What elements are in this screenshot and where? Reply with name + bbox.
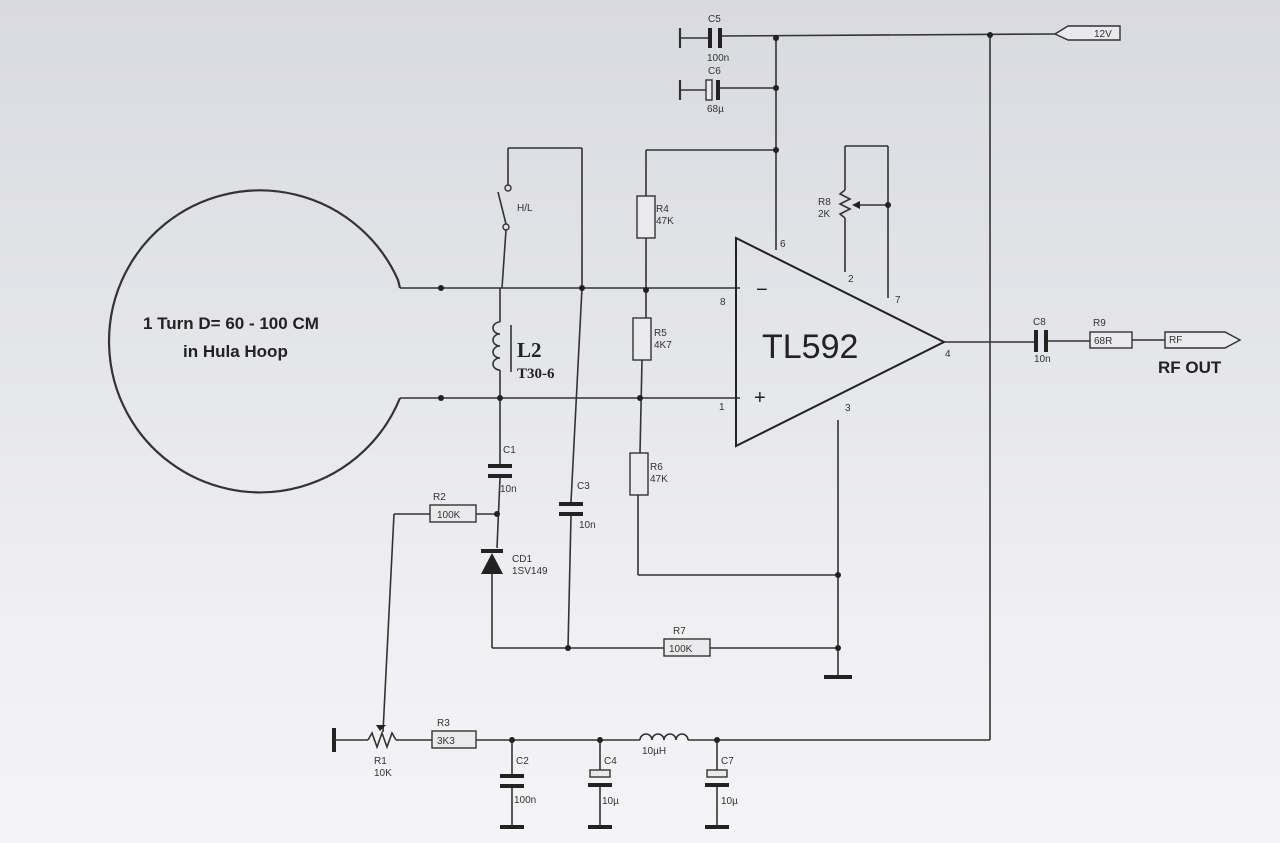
tl592-amplifier (735, 236, 947, 448)
c3-value: 10n (579, 520, 596, 531)
pin-8: 8 (720, 297, 726, 308)
pin-4: 4 (945, 349, 951, 360)
r9-name: R9 (1093, 318, 1106, 329)
r5-value: 4K7 (654, 340, 672, 351)
c6-value: 68µ (707, 104, 724, 115)
c8-value: 10n (1034, 354, 1051, 365)
loop-label-line1: 1 Turn D= 60 - 100 CM (143, 314, 319, 333)
l2-name: L2 (517, 338, 542, 362)
r1-value: 10K (374, 768, 392, 779)
c7-capacitor (705, 740, 729, 829)
r3-name: R3 (437, 718, 450, 729)
c2-value: 100n (514, 795, 536, 806)
hl-switch (497, 147, 583, 289)
choke-value: 10µH (642, 746, 666, 757)
pin-1: 1 (719, 402, 725, 413)
c5-value: 100n (707, 53, 729, 64)
cd1-name: CD1 (512, 554, 532, 565)
c3-name: C3 (577, 481, 590, 492)
c2-name: C2 (516, 756, 529, 767)
tl592-minus-sign: − (756, 279, 768, 301)
l2-inductor (492, 288, 512, 398)
c4-name: C4 (604, 756, 617, 767)
c5-capacitor (678, 28, 722, 48)
switch-label: H/L (517, 203, 533, 214)
r5-name: R5 (654, 328, 667, 339)
supply-12v-label: 12V (1094, 29, 1112, 40)
tuning-supply-row (332, 725, 990, 752)
r7-value: 100K (669, 644, 693, 655)
r7-resistor (492, 638, 838, 657)
cd1-value: 1SV149 (512, 566, 548, 577)
rf-port-label: RF (1169, 335, 1182, 346)
loop-label-line2: in Hula Hoop (183, 342, 288, 361)
c6-capacitor (678, 79, 720, 101)
c7-name: C7 (721, 756, 734, 767)
r4-name: R4 (656, 204, 669, 215)
c1-capacitor (488, 398, 512, 549)
c2-capacitor (500, 740, 524, 829)
rf-out-label: RF OUT (1158, 358, 1222, 377)
r4-value: 47K (656, 216, 674, 227)
pin-3: 3 (845, 403, 851, 414)
r6-name: R6 (650, 462, 663, 473)
supply-rail (719, 25, 1121, 740)
r8-trimmer (838, 145, 889, 298)
c5-name: C5 (708, 14, 721, 25)
bias-divider (629, 149, 838, 576)
pin-7: 7 (895, 295, 901, 306)
pin-2: 2 (848, 274, 854, 285)
ground-symbol (824, 648, 852, 679)
c7-value: 10µ (721, 796, 738, 807)
r1-name: R1 (374, 756, 387, 767)
r6-value: 47K (650, 474, 668, 485)
r3-value: 3K3 (437, 736, 455, 747)
r2-value: 100K (437, 510, 461, 521)
r9-value: 68R (1094, 336, 1112, 347)
c6-name: C6 (708, 66, 721, 77)
r2-resistor (382, 504, 497, 733)
c4-capacitor (588, 740, 612, 829)
r7-name: R7 (673, 626, 686, 637)
c8-name: C8 (1033, 317, 1046, 328)
r8-value: 2K (818, 209, 831, 220)
junction-dots (438, 32, 993, 743)
loop-antenna (107, 189, 740, 494)
c1-value: 10n (500, 484, 517, 495)
l2-value: T30-6 (517, 366, 555, 382)
r2-name: R2 (433, 492, 446, 503)
pin-6: 6 (780, 239, 786, 250)
c1-name: C1 (503, 445, 516, 456)
c4-value: 10µ (602, 796, 619, 807)
output-path (944, 330, 1242, 352)
r8-name: R8 (818, 197, 831, 208)
c3-capacitor (559, 287, 583, 649)
tl592-label: TL592 (762, 328, 858, 366)
cd1-varicap (481, 549, 503, 648)
tl592-plus-sign: + (754, 387, 766, 409)
